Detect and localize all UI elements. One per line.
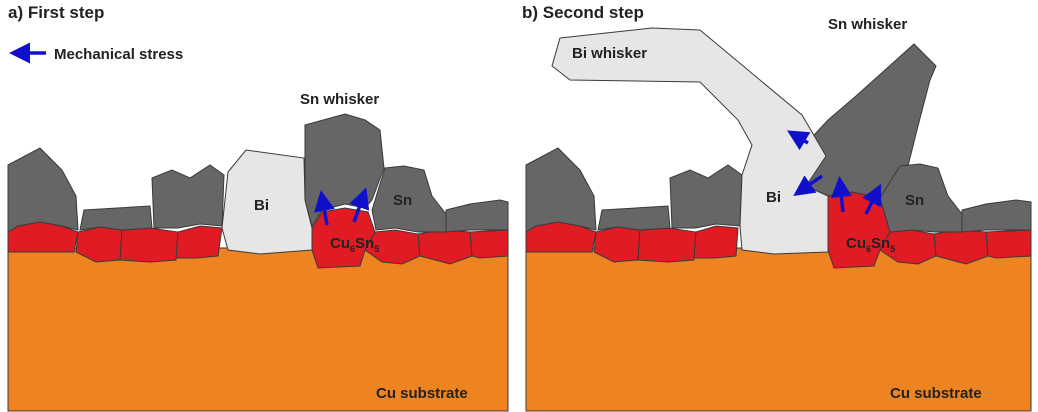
stress-arrows-a — [314, 187, 370, 226]
sn-label-b: Sn — [905, 192, 924, 209]
legend-label: Mechanical stress — [54, 46, 183, 63]
stress-arrow-icon — [793, 174, 823, 196]
panel-a-title: a) First step — [8, 3, 104, 22]
sn-label-a: Sn — [393, 192, 412, 209]
imc-label-a: Cu6Sn5 — [330, 235, 379, 254]
imc-label-b: Cu6Sn5 — [846, 235, 895, 254]
bi-grain-a — [221, 149, 313, 255]
stress-arrows-b — [786, 130, 882, 215]
panel-b: b) Second step — [522, 3, 1032, 412]
stress-arrow-icon — [349, 187, 370, 223]
imc-label-a-sub1: 6 — [350, 244, 355, 254]
bi-whisker-b — [551, 27, 829, 255]
stress-arrow-icon — [830, 176, 852, 213]
imc-label-a-base: Cu — [330, 235, 350, 252]
substrate-label-b: Cu substrate — [890, 385, 982, 402]
panel-a: a) First step Mechanical stress — [7, 3, 509, 412]
bi-label-a: Bi — [254, 197, 269, 214]
imc-label-b-mid: Sn — [871, 235, 890, 252]
stress-arrow-icon — [786, 130, 811, 151]
sn-whisker-label-b: Sn whisker — [828, 16, 907, 33]
sn-whisker-label-a: Sn whisker — [300, 91, 379, 108]
panel-b-title: b) Second step — [522, 3, 644, 22]
substrate-label-a: Cu substrate — [376, 385, 468, 402]
legend: Mechanical stress — [9, 42, 183, 64]
cu-substrate — [525, 247, 1032, 412]
imc-label-b-sub2: 5 — [890, 244, 895, 254]
imc-label-a-mid: Sn — [355, 235, 374, 252]
cu-substrate — [7, 247, 509, 412]
sn-grains-a — [7, 113, 509, 233]
stress-arrow-icon — [314, 190, 335, 226]
imc-label-a-sub2: 5 — [374, 244, 379, 254]
stress-arrow-icon — [862, 183, 882, 215]
imc-label-b-sub1: 6 — [866, 244, 871, 254]
bi-whisker-label-b: Bi whisker — [572, 45, 647, 62]
bi-label-b: Bi — [766, 189, 781, 206]
imc-label-b-base: Cu — [846, 235, 866, 252]
